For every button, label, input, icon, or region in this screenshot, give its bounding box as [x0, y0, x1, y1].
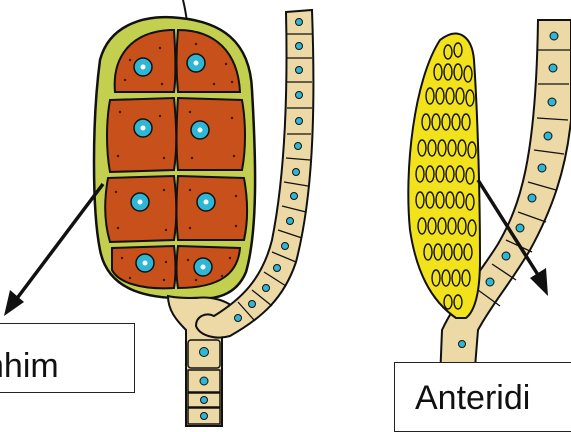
- nucleus-icon: [131, 193, 149, 211]
- label-antheridium-text: Anteridi: [415, 381, 530, 415]
- label-oogonium-text: nhim: [0, 349, 59, 383]
- arrow-left: [4, 184, 103, 316]
- nucleus-icon: [191, 121, 209, 139]
- egg-cell: [177, 98, 246, 170]
- nucleus-icon: [194, 258, 212, 276]
- label-antheridium: Anteridi: [394, 362, 571, 432]
- nucleus-icon: [134, 119, 152, 137]
- nucleus-icon: [197, 193, 215, 211]
- nucleus-icon: [187, 54, 205, 72]
- nucleus-icon: [136, 254, 154, 272]
- nucleus-icon: [134, 58, 152, 76]
- label-oogonium: nhim: [0, 323, 135, 393]
